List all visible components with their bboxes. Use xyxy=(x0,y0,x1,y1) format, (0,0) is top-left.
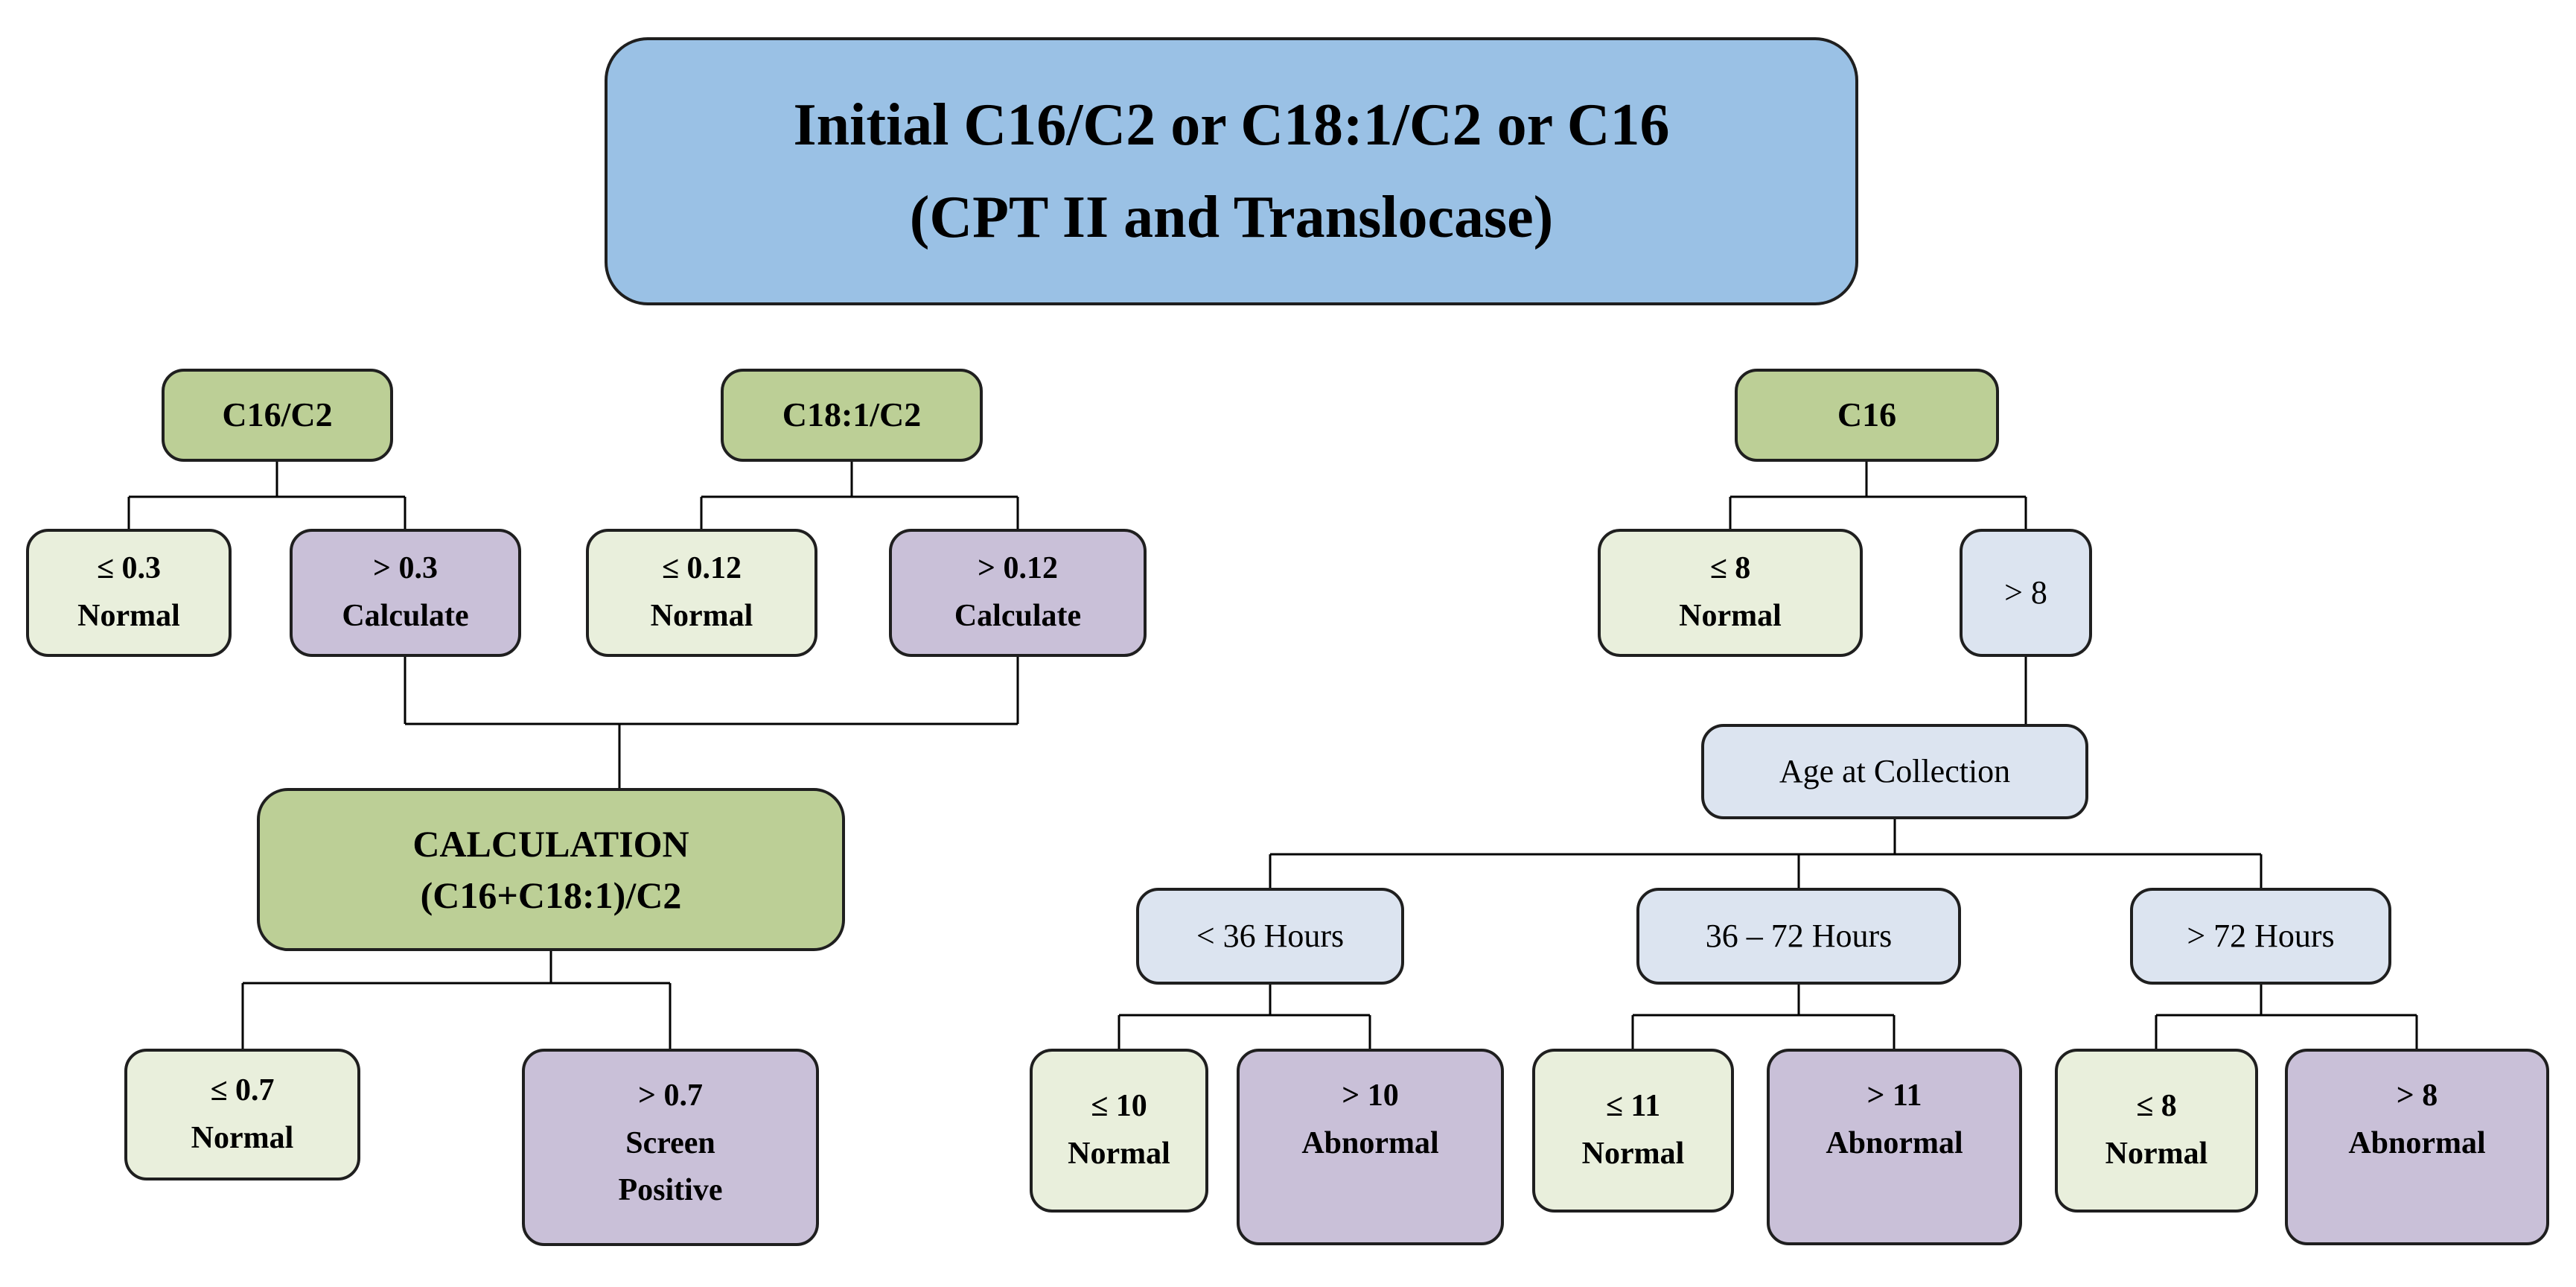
node-le-11-normal: ≤ 11 Normal xyxy=(1532,1049,1734,1213)
result-label: Abnormal xyxy=(2348,1125,2486,1160)
result-label: Abnormal xyxy=(1826,1125,1963,1160)
result-label: Normal xyxy=(1068,1137,1170,1171)
threshold-value: > 0.3 xyxy=(373,551,438,586)
calculation-title: CALCULATION xyxy=(412,822,689,865)
threshold-value: > 10 xyxy=(1342,1078,1399,1113)
threshold-value: ≤ 11 xyxy=(1605,1089,1661,1124)
node-label: 36 – 72 Hours xyxy=(1705,918,1893,955)
threshold-value: > 8 xyxy=(2396,1078,2438,1113)
result-label: Calculate xyxy=(954,599,1082,633)
node-screen-positive: > 0.7 Screen Positive xyxy=(522,1049,819,1246)
result-label: Abnormal xyxy=(1301,1125,1439,1160)
node-calculation-normal: ≤ 0.7 Normal xyxy=(124,1049,360,1180)
node-lt-36-hours: < 36 Hours xyxy=(1136,888,1404,985)
result-label: Normal xyxy=(1679,599,1782,633)
node-c18-1-c2-normal: ≤ 0.12 Normal xyxy=(586,529,817,657)
node-c16-gt-8: > 8 xyxy=(1960,529,2092,657)
node-label: < 36 Hours xyxy=(1196,918,1345,955)
threshold-value: ≤ 10 xyxy=(1091,1089,1147,1124)
threshold-value: ≤ 0.12 xyxy=(661,551,742,586)
node-c18-1-c2-header: C18:1/C2 xyxy=(721,369,983,462)
node-c16-c2-calculate: > 0.3 Calculate xyxy=(290,529,521,657)
node-gt-72-hours: > 72 Hours xyxy=(2130,888,2391,985)
node-c16-normal: ≤ 8 Normal xyxy=(1598,529,1863,657)
result-label: Normal xyxy=(191,1120,294,1155)
node-label: Age at Collection xyxy=(1779,753,2011,790)
threshold-value: > 11 xyxy=(1866,1078,1922,1113)
title-line-1: Initial C16/C2 or C18:1/C2 or C16 xyxy=(793,92,1670,158)
threshold-value: ≤ 0.7 xyxy=(210,1072,275,1108)
node-le-10-normal: ≤ 10 Normal xyxy=(1030,1049,1208,1213)
node-36-72-hours: 36 – 72 Hours xyxy=(1636,888,1961,985)
result-label: Calculate xyxy=(342,599,469,633)
threshold-value: ≤ 0.3 xyxy=(96,551,162,586)
calculation-formula: (C16+C18:1)/C2 xyxy=(420,874,682,916)
node-c16-c2-header: C16/C2 xyxy=(162,369,393,462)
node-c16-header: C16 xyxy=(1735,369,1999,462)
node-le-8-normal: ≤ 8 Normal xyxy=(2055,1049,2258,1213)
result-label: Screen xyxy=(625,1125,715,1160)
result-label: Normal xyxy=(650,599,753,633)
threshold-value: ≤ 8 xyxy=(1709,551,1751,586)
node-age-at-collection: Age at Collection xyxy=(1701,724,2088,819)
node-title: Initial C16/C2 or C18:1/C2 or C16 (CPT I… xyxy=(605,37,1858,305)
node-label: C18:1/C2 xyxy=(782,395,922,434)
node-label: C16 xyxy=(1837,395,1897,434)
threshold-value: > 0.12 xyxy=(978,551,1058,586)
threshold-value: > 0.7 xyxy=(638,1078,703,1113)
node-c18-1-c2-calculate: > 0.12 Calculate xyxy=(889,529,1147,657)
result-label: Positive xyxy=(618,1173,723,1208)
title-line-2: (CPT II and Translocase) xyxy=(909,185,1554,250)
node-gt-11-abnormal: > 11 Abnormal xyxy=(1767,1049,2022,1245)
threshold-value: > 8 xyxy=(2004,574,2047,611)
node-gt-8-abnormal: > 8 Abnormal xyxy=(2285,1049,2549,1245)
node-c16-c2-normal: ≤ 0.3 Normal xyxy=(26,529,232,657)
threshold-value: ≤ 8 xyxy=(2136,1089,2177,1124)
node-label: > 72 Hours xyxy=(2187,918,2335,955)
result-label: Normal xyxy=(1581,1137,1685,1171)
node-gt-10-abnormal: > 10 Abnormal xyxy=(1237,1049,1504,1245)
node-calculation: CALCULATION (C16+C18:1)/C2 xyxy=(257,788,845,951)
result-label: Normal xyxy=(2105,1137,2208,1171)
result-label: Normal xyxy=(77,599,180,633)
node-label: C16/C2 xyxy=(222,395,333,434)
